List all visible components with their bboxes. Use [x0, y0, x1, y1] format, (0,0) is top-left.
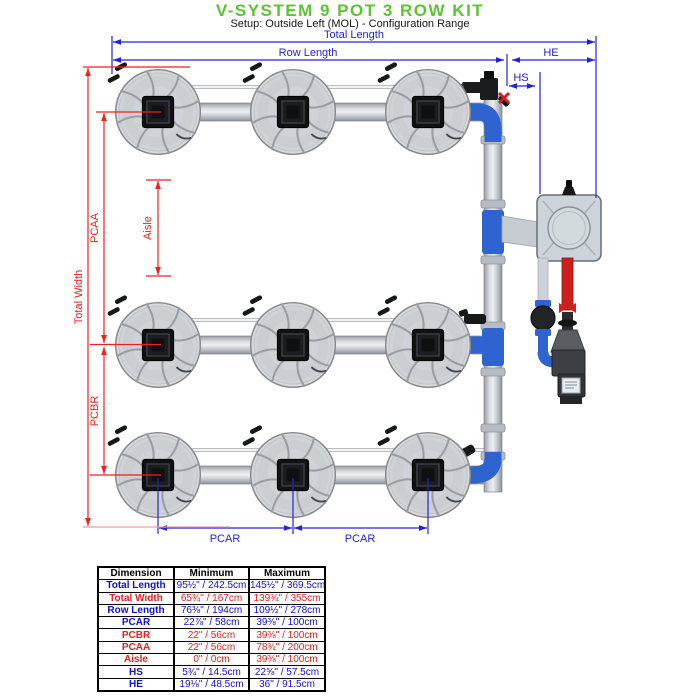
pot [386, 70, 471, 155]
pcaa-label: PCAA [89, 212, 101, 243]
row-min: 5¾" / 14.5cm [173, 665, 250, 679]
row-max: 36" / 91.5cm [248, 677, 326, 692]
row-label: Total Width [97, 591, 175, 605]
header-dimension: Dimension [97, 566, 175, 581]
he-label: HE [543, 47, 558, 59]
row-min: 22" / 56cm [173, 628, 250, 642]
header-maximum: Maximum [248, 566, 326, 581]
page-subtitle: Setup: Outside Left (MOL) - Configuratio… [230, 18, 470, 30]
pipe-fittings [455, 71, 539, 485]
row-min: 19⅛" / 48.5cm [173, 677, 250, 692]
row-max: 39⅜" / 100cm [248, 616, 326, 630]
row-max: 109½" / 278cm [248, 603, 326, 618]
table-row: Aisle 0" / 0cm 39⅜" / 100cm [97, 653, 326, 667]
pot [251, 70, 336, 155]
table-row: HS 5¾" / 14.5cm 22⅝" / 57.5cm [97, 665, 326, 679]
row-max: 39⅜" / 100cm [248, 653, 326, 667]
row-min: 65¾" / 167cm [173, 591, 250, 605]
pot [251, 303, 336, 388]
total-length-label: Total Length [324, 29, 384, 41]
table-row: PCBR 22" / 56cm 39⅜" / 100cm [97, 628, 326, 642]
pump-assembly [530, 257, 586, 404]
ball-valve-icon [530, 305, 556, 331]
row-label: Row Length [97, 603, 175, 618]
row-min: 22" / 56cm [173, 640, 250, 655]
table-row: HE 19⅛" / 48.5cm 36" / 91.5cm [97, 677, 326, 692]
row-min: 22⅞" / 58cm [173, 616, 250, 630]
pcbr-label: PCBR [89, 396, 101, 427]
row-max: 22⅝" / 57.5cm [248, 665, 326, 679]
bleed-valve-icon [497, 91, 511, 107]
row-label: HS [97, 665, 175, 679]
row-max: 39⅜" / 100cm [248, 628, 326, 642]
table-row: PCAA 22" / 56cm 78¾" / 200cm [97, 640, 326, 655]
return-pipe [561, 257, 574, 311]
row-label: PCAR [97, 616, 175, 630]
row-length-label: Row Length [279, 47, 338, 59]
row-max: 139¾" / 355cm [248, 591, 326, 605]
row-label: PCAA [97, 640, 175, 655]
dimension-table: Dimension Minimum Maximum Total Length 9… [97, 566, 326, 692]
dimension-lines [83, 36, 597, 534]
pot [386, 303, 471, 388]
total-width-label: Total Width [73, 270, 85, 324]
red-valve-icon [559, 303, 576, 313]
row-min: 95½" / 242.5cm [173, 579, 250, 593]
dimension-labels: Total Length Row Length HE HS PCAR PCAR … [73, 29, 559, 545]
table-row: PCAR 22⅞" / 58cm 39⅜" / 100cm [97, 616, 326, 630]
pcar-label-2: PCAR [345, 533, 376, 545]
row-label: HE [97, 677, 175, 692]
hs-label: HS [513, 72, 528, 84]
header-minimum: Minimum [173, 566, 250, 581]
row-label: Aisle [97, 653, 175, 667]
table-row: Total Length 95½" / 242.5cm 145½" / 369.… [97, 579, 326, 593]
page-title: V-SYSTEM 9 POT 3 ROW KIT [215, 1, 485, 20]
system-diagram: Total Length Row Length HE HS PCAR PCAR … [73, 29, 602, 545]
row-label: PCBR [97, 628, 175, 642]
table-row: Total Width 65¾" / 167cm 139¾" / 355cm [97, 591, 326, 605]
pcar-label-1: PCAR [210, 533, 241, 545]
row-label: Total Length [97, 579, 175, 593]
row-min: 76⅜" / 194cm [173, 603, 250, 618]
row-min: 0" / 0cm [173, 653, 250, 667]
row-max: 145½" / 369.5cm [248, 579, 326, 593]
table-header-row: Dimension Minimum Maximum [97, 566, 326, 581]
reservoir [536, 180, 602, 262]
pot-grid [103, 61, 471, 518]
vertical-main-pipe [480, 95, 506, 493]
aisle-label: Aisle [142, 216, 154, 240]
table-row: Row Length 76⅜" / 194cm 109½" / 278cm [97, 603, 326, 618]
row-max: 78¾" / 200cm [248, 640, 326, 655]
